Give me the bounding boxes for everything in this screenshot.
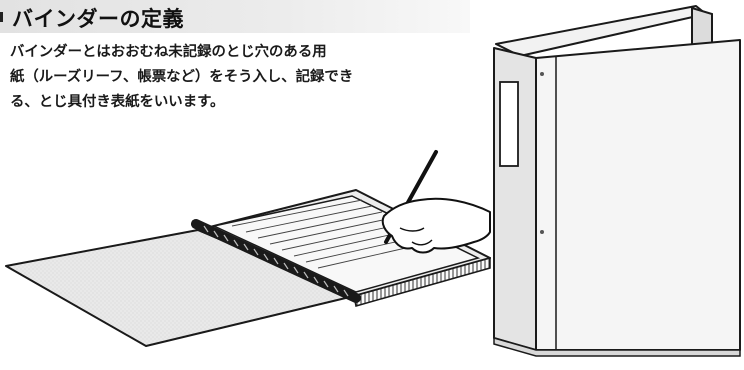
binder-bottom-edge xyxy=(493,337,741,357)
spine-label-pocket xyxy=(499,81,519,167)
binder-rings xyxy=(191,219,361,303)
definition-line-3: る、とじ具付き表紙をいいます。 xyxy=(10,94,225,110)
heading-marker xyxy=(0,12,3,22)
standing-binder xyxy=(493,5,741,357)
definition-line-2: 紙（ルーズリーフ、帳票など）をそう入し、記録でき xyxy=(10,69,354,85)
definition-line-1: バインダーとはおおむね未記録のとじ穴のある用 xyxy=(10,44,327,60)
rivet-top xyxy=(540,72,544,76)
binder-front-cover xyxy=(535,39,741,351)
section-heading: バインダーの定義 xyxy=(12,7,184,31)
open-binder xyxy=(5,189,491,347)
writing-hand xyxy=(381,150,491,254)
heading-bar: バインダーの定義 xyxy=(0,0,470,33)
rivet-bottom xyxy=(540,230,544,234)
hand xyxy=(381,197,491,254)
loose-leaf-paper xyxy=(211,195,481,293)
definition-text: バインダーとはおおむね未記録のとじ穴のある用 紙（ルーズリーフ、帳票など）をそう… xyxy=(10,40,398,115)
